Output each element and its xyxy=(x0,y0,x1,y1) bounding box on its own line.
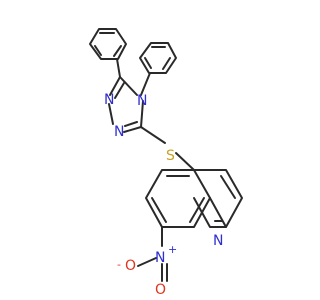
bond-network xyxy=(89,28,243,282)
triazole-c5-n1-double xyxy=(124,121,138,127)
quinoline-left-ring xyxy=(145,169,211,228)
nitro-nitrogen-charge: + xyxy=(168,243,177,256)
triazole-n1-n2 xyxy=(108,103,114,125)
top-phenyl-inner-bond-2 xyxy=(113,45,122,57)
nitro-bottom-oxygen-label: O xyxy=(155,282,166,298)
top-phenyl-inner-bond-3 xyxy=(94,45,102,56)
quinoline-shared-bond xyxy=(209,197,227,228)
right-phenyl-inner-bond-2 xyxy=(162,57,171,70)
right-phenyl-ring xyxy=(139,42,177,74)
triazole-n4-c5 xyxy=(140,100,144,128)
sulfur-label: S xyxy=(166,148,175,164)
atom-labels: N N N S N N + O - O xyxy=(104,92,223,298)
triazole-to-sulfur xyxy=(140,126,166,144)
nitro-top-oxygen-label: O xyxy=(125,258,136,274)
nitro-nitrogen-label: N xyxy=(155,250,165,266)
sulfur-to-quinoline xyxy=(175,152,195,171)
top-phenyl-to-triazole xyxy=(116,58,121,78)
right-phenyl-inner-bond-3 xyxy=(144,57,152,69)
triazole-n2-label: N xyxy=(104,92,114,108)
triazole-n2-c3 xyxy=(109,76,121,96)
triazole-c3-n4 xyxy=(119,76,138,96)
quinoline-right-inner-bond-1 xyxy=(220,175,236,199)
triazole-n4-label: N xyxy=(137,93,147,109)
quinoline-nitrogen-label: N xyxy=(213,233,223,249)
triazole-n1-label: N xyxy=(114,124,124,140)
right-phenyl-to-triazole xyxy=(140,72,151,96)
triazole-c5-n1 xyxy=(123,126,142,133)
structure-canvas: N N N S N N + O - O xyxy=(89,28,243,298)
quinoline-left-inner-bond-3 xyxy=(189,197,205,223)
molecule-structure: N N N S N N + O - O xyxy=(89,28,243,298)
quinoline-left-inner-bond-2 xyxy=(151,197,167,223)
triazole-n2-c3-double xyxy=(114,82,125,99)
nitro-top-oxygen-charge: - xyxy=(117,258,121,271)
nitro-top-oxygen-bond xyxy=(137,257,157,267)
quinoline-right-ring xyxy=(193,169,243,228)
